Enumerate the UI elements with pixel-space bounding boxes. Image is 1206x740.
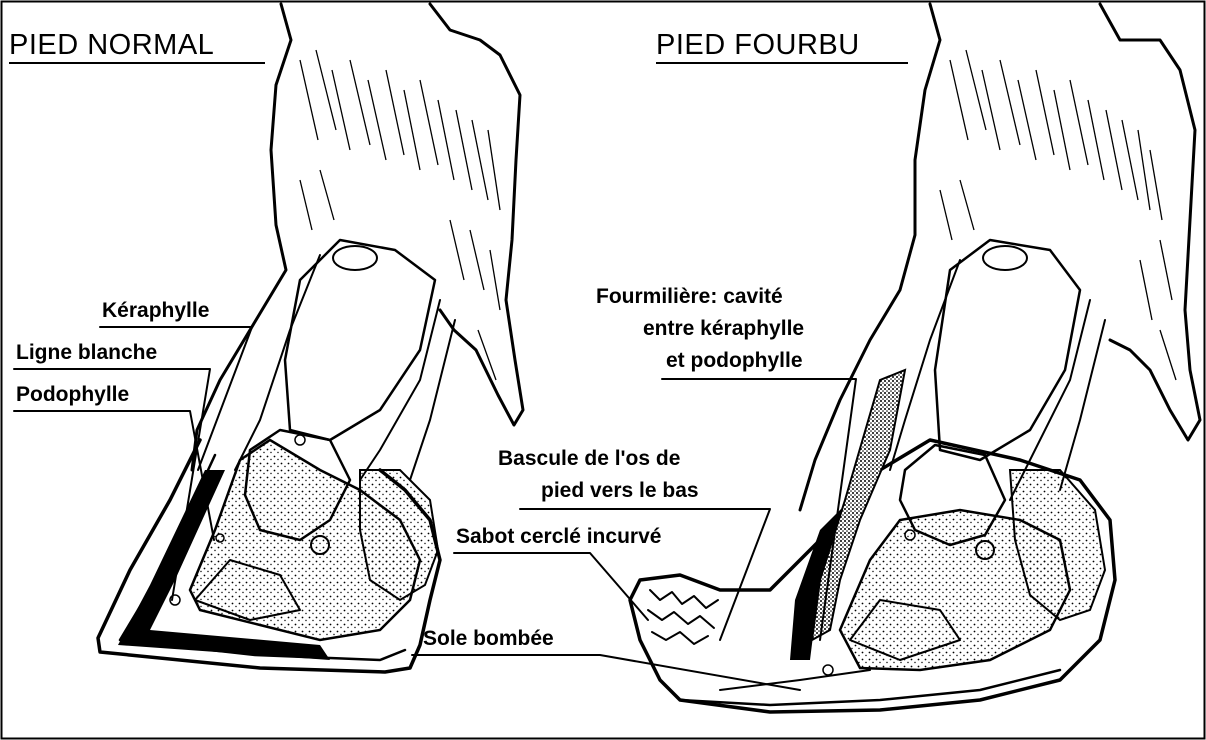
label-fourmiliere-1: Fourmilière: cavité: [596, 285, 783, 308]
label-fourmiliere-2: entre kéraphylle: [643, 317, 804, 340]
label-bascule-1: Bascule de l'os de: [498, 447, 680, 470]
founder-skin-hatching: [940, 50, 1176, 380]
leader-sole: [412, 655, 800, 690]
label-sole: Sole bombée: [423, 627, 554, 650]
normal-skin-hatching: [300, 50, 500, 380]
label-bascule-2: pied vers le bas: [541, 479, 699, 502]
label-sabot: Sabot cerclé incurvé: [456, 525, 661, 548]
title-normal: PIED NORMAL: [9, 29, 214, 61]
label-fourmiliere-3: et podophylle: [666, 349, 803, 372]
title-founder: PIED FOURBU: [656, 29, 860, 61]
label-keraphylle: Kéraphylle: [102, 299, 209, 322]
leader-sabot: [454, 553, 648, 620]
label-podophylle: Podophylle: [16, 383, 129, 406]
normal-hoof-illustration: [98, 4, 523, 672]
label-ligne-blanche: Ligne blanche: [16, 341, 157, 364]
